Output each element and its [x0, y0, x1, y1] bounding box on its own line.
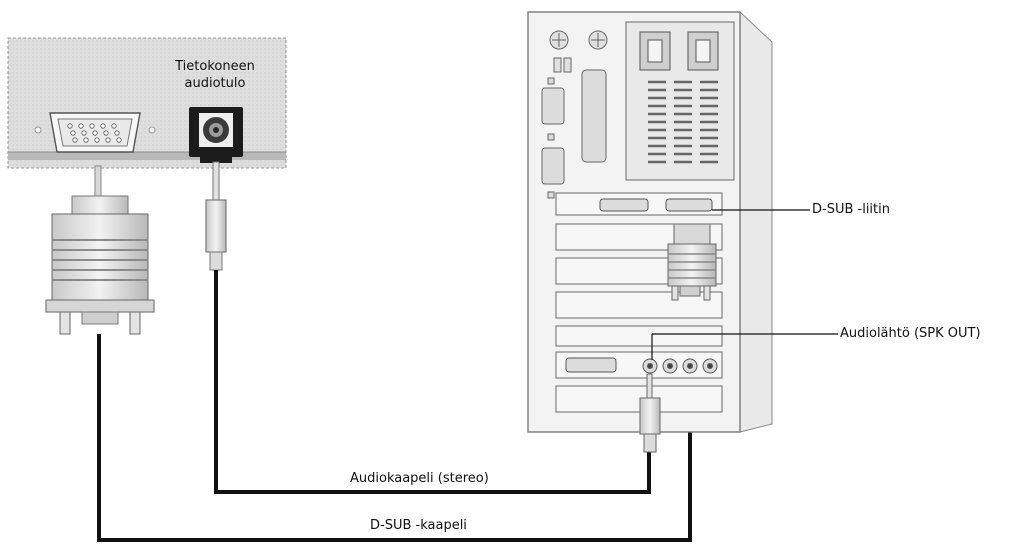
monitor-vga-port: [34, 112, 156, 153]
dsub-cable-plug-left: [45, 165, 155, 335]
audio-cable-label: Audiokaapeli (stereo): [350, 471, 489, 486]
audio-cable: [214, 270, 651, 494]
monitor-audio-input-label: Tietokoneen audiotulo: [160, 58, 270, 92]
audio-cable-plug-right: [639, 373, 661, 453]
monitor-audio-input-label-line2: audiotulo: [184, 76, 246, 91]
monitor-audio-input-label-line1: Tietokoneen: [175, 59, 255, 74]
dsub-connector-label: D-SUB -liitin: [812, 202, 890, 217]
monitor-audio-jack: [189, 107, 243, 163]
audio-cable-plug-left: [205, 161, 227, 271]
dsub-cable-plug-right: [667, 223, 717, 301]
dsub-cable-label: D-SUB -kaapeli: [370, 518, 467, 533]
pc-tower: [527, 10, 773, 433]
power-supply: [625, 21, 735, 181]
audio-output-label: Audiolähtö (SPK OUT): [840, 326, 981, 341]
